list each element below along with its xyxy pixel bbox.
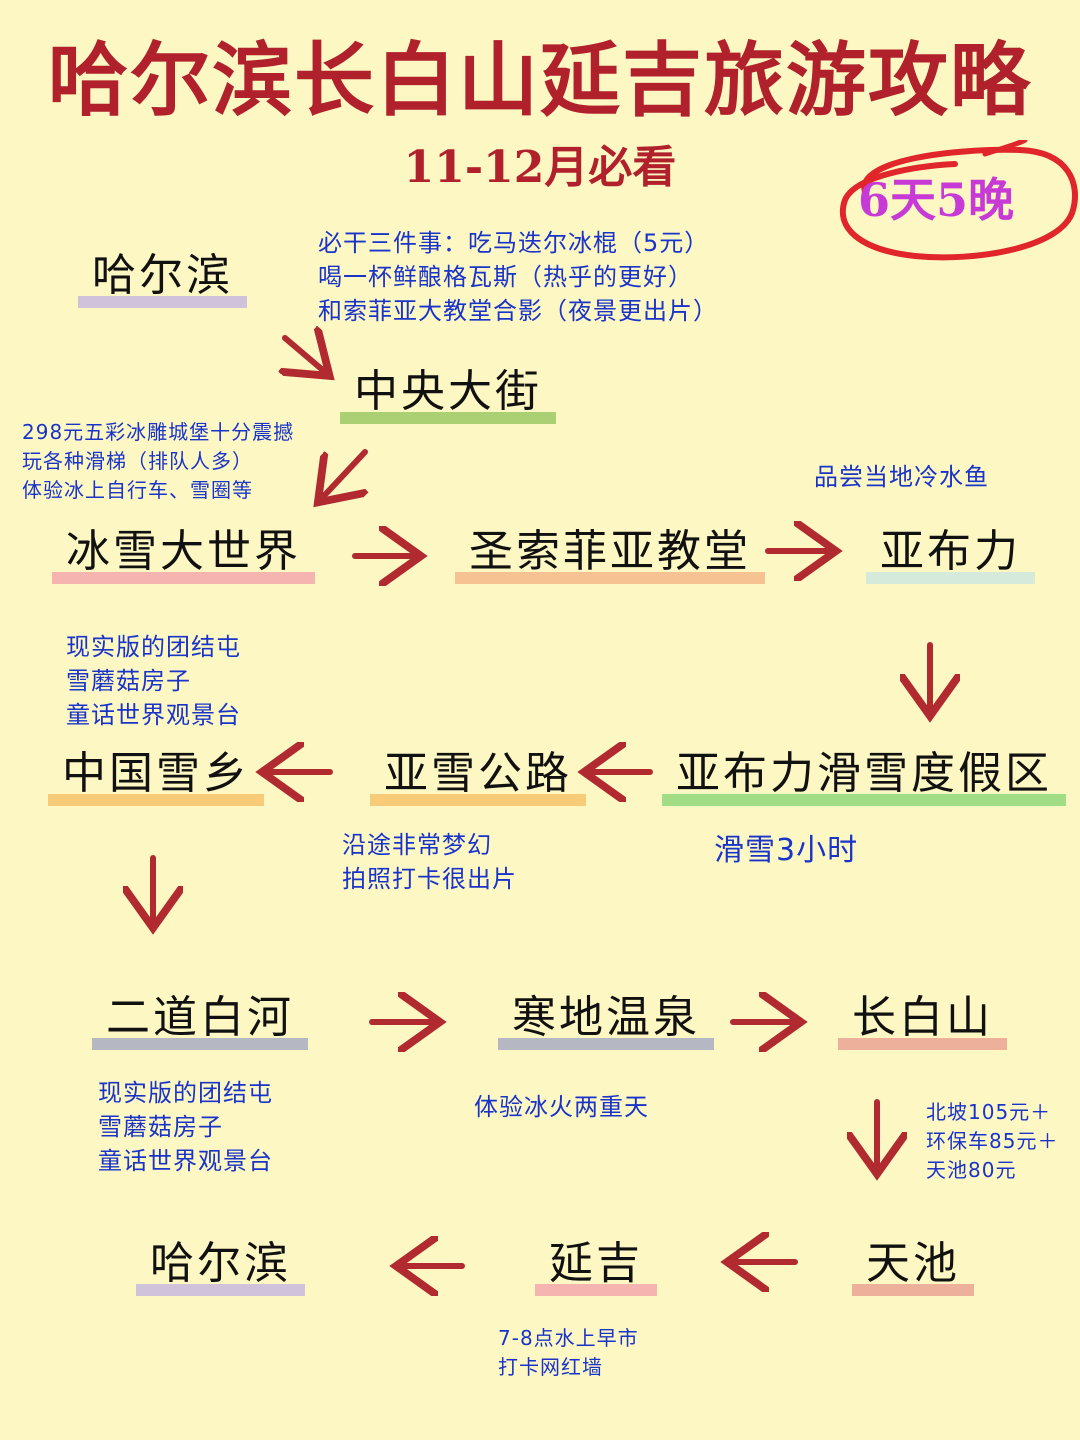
note-ski: 滑雪3小时 [714,830,858,872]
note-snow-town: 现实版的团结屯 雪蘑菇房子 童话世界观景台 [66,630,241,732]
note-line: 沿途非常梦幻 [342,831,492,859]
node-yabuli: 亚布力 [866,524,1035,584]
node-central-street: 中央大街 [340,364,556,424]
arrow-central-to-iceworld [322,449,365,498]
note-yanji: 7-8点水上早市 打卡网红墙 [498,1324,639,1382]
node-harbin-start: 哈尔滨 [78,248,247,308]
note-line: 环保车85元＋ [926,1129,1059,1153]
note-line: 现实版的团结屯 [66,633,241,661]
note-line: 298元五彩冰雕城堡十分震撼 [22,420,295,444]
node-yabuli-ski-resort: 亚布力滑雪度假区 [662,746,1066,806]
note-highway: 沿途非常梦幻 拍照打卡很出片 [342,828,517,896]
note-line: 和索菲亚大教堂合影（夜景更出片） [318,297,718,325]
note-line: 必干三件事：吃马迭尔冰棍（5元） [318,229,710,257]
node-china-snow-town: 中国雪乡 [48,746,264,806]
note-ice-world: 298元五彩冰雕城堡十分震撼 玩各种滑梯（排队人多） 体验冰上自行车、雪圈等 [22,418,294,505]
note-line: 体验冰火两重天 [474,1093,649,1121]
note-line: 滑雪3小时 [714,833,859,868]
note-changbai: 北坡105元＋ 环保车85元＋ 天池80元 [926,1098,1058,1185]
note-line: 北坡105元＋ [926,1100,1052,1124]
note-line: 现实版的团结屯 [98,1079,273,1107]
note-yabuli: 品尝当地冷水鱼 [814,460,989,494]
note-line: 雪蘑菇房子 [66,667,191,695]
node-yaxue-highway: 亚雪公路 [370,746,586,806]
note-line: 雪蘑菇房子 [98,1113,223,1141]
page-title: 哈尔滨长白山延吉旅游攻略 [48,33,1032,127]
note-hot-spring: 体验冰火两重天 [474,1090,649,1124]
note-erdaobaihe: 现实版的团结屯 雪蘑菇房子 童话世界观景台 [98,1076,273,1178]
node-ice-snow-world: 冰雪大世界 [52,524,315,584]
duration-badge: 6天5晚 [858,173,1015,227]
page-subtitle: 11-12月必看 [403,142,677,193]
node-yanji: 延吉 [535,1236,657,1296]
arrow-harbin-to-central [285,338,325,372]
note-line: 玩各种滑梯（排队人多） [22,449,253,473]
note-line: 童话世界观景台 [66,701,241,729]
node-erdaobaihe: 二道白河 [92,990,308,1050]
node-harbin-end: 哈尔滨 [136,1236,305,1296]
note-harbin: 必干三件事：吃马迭尔冰棍（5元） 喝一杯鲜酿格瓦斯（热乎的更好） 和索菲亚大教堂… [318,226,718,328]
note-line: 童话世界观景台 [98,1147,273,1175]
note-line: 喝一杯鲜酿格瓦斯（热乎的更好） [318,263,693,291]
note-line: 体验冰上自行车、雪圈等 [22,478,253,502]
node-st-sophia: 圣索菲亚教堂 [455,524,765,584]
node-tianchi: 天池 [852,1236,974,1296]
note-line: 品尝当地冷水鱼 [814,463,989,491]
badge-circle [839,140,1078,261]
node-hot-spring: 寒地温泉 [498,990,714,1050]
note-line: 天池80元 [926,1158,1017,1182]
node-changbai-mountain: 长白山 [838,990,1007,1050]
note-line: 打卡网红墙 [498,1355,603,1379]
note-line: 7-8点水上早市 [498,1326,639,1350]
note-line: 拍照打卡很出片 [342,865,517,893]
